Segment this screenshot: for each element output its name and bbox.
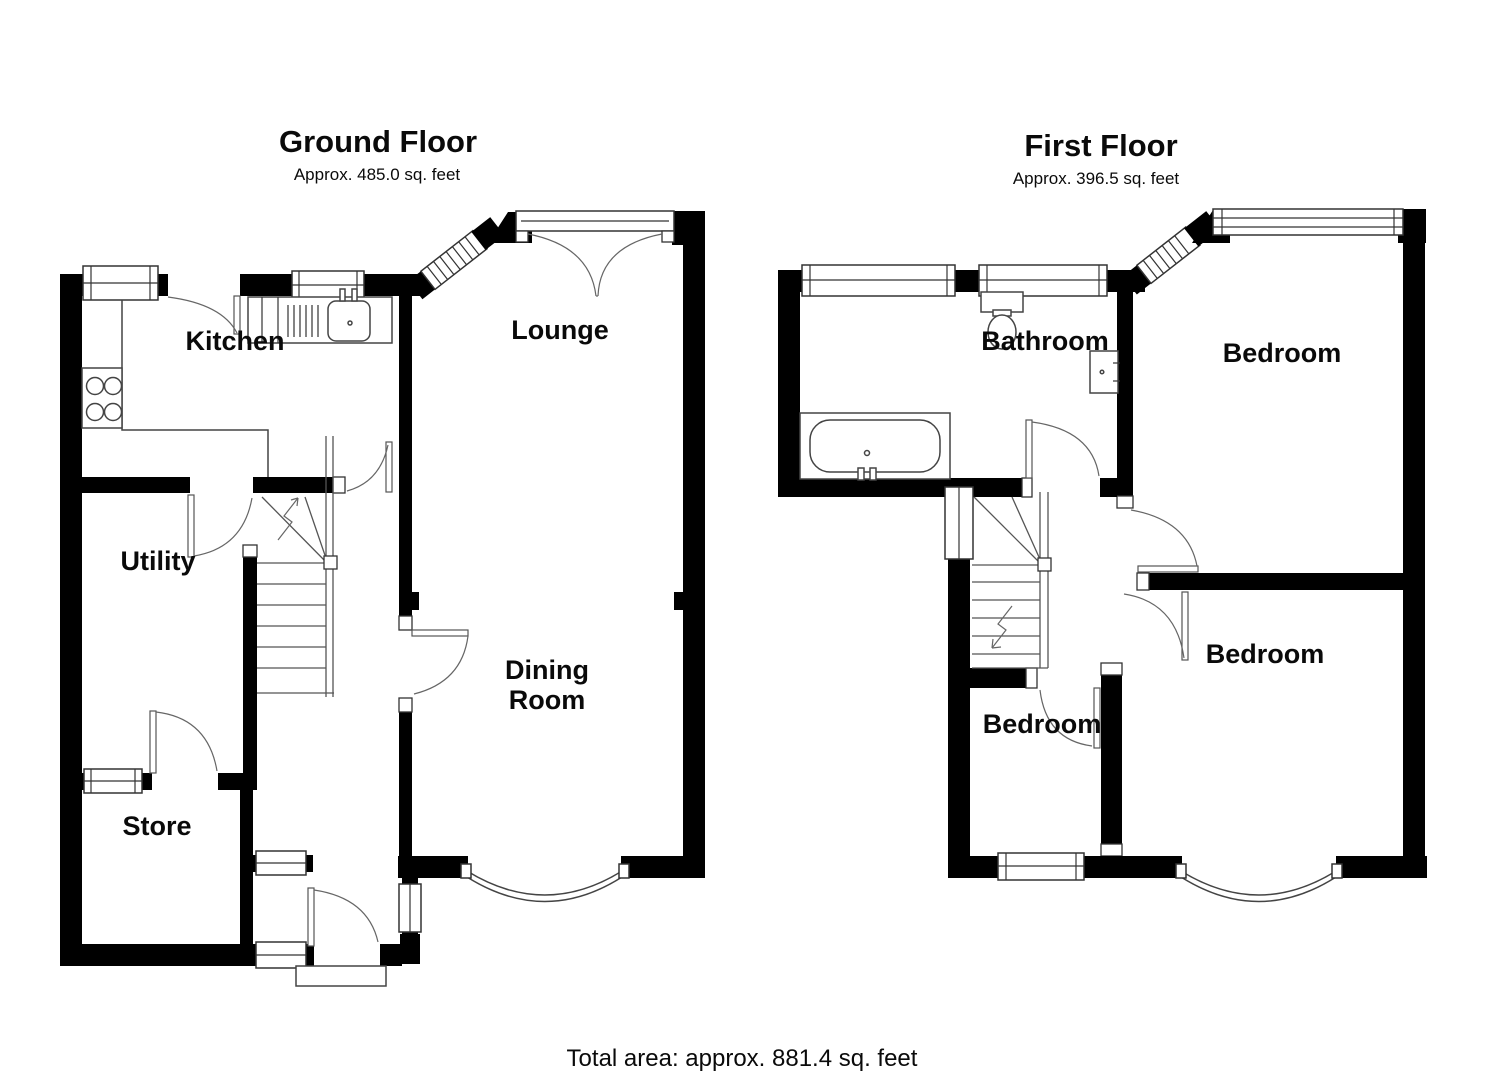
ground-floor-title: Ground Floor xyxy=(279,124,477,159)
utility-label: Utility xyxy=(120,546,195,576)
bathroom-door xyxy=(1025,419,1100,479)
kitchen-label: Kitchen xyxy=(185,326,284,356)
bedroom-right-label: Bedroom xyxy=(1206,639,1325,669)
total-area-label: Total area: approx. 881.4 sq. feet xyxy=(567,1045,918,1072)
utility-door xyxy=(187,494,253,558)
staircase-ground xyxy=(257,436,338,697)
dining-door xyxy=(411,629,469,695)
ground-floor-walls xyxy=(60,211,705,966)
lounge-label: Lounge xyxy=(511,315,608,345)
kitchen-fixtures xyxy=(81,288,393,477)
kitchen-hall-door xyxy=(346,441,393,493)
toilet-icon xyxy=(980,291,1024,350)
hall-front-window xyxy=(255,941,307,969)
basin-icon xyxy=(1089,350,1120,394)
hall-side-window xyxy=(398,883,422,933)
dining-bay-window xyxy=(460,863,630,903)
store-label: Store xyxy=(122,811,191,841)
bathroom-window-1 xyxy=(801,264,956,297)
diagonal-window xyxy=(419,229,489,291)
bathroom-label: Bathroom xyxy=(981,326,1109,356)
first-floor-windows xyxy=(801,208,1404,903)
bedroom-left-door xyxy=(1039,687,1101,749)
bedroom-right-door xyxy=(1123,591,1189,661)
bathroom-window-2 xyxy=(978,264,1108,297)
store-window xyxy=(83,768,143,794)
room-divider-nib xyxy=(410,592,419,610)
kitchen-back-door xyxy=(167,295,241,335)
room-divider-nib xyxy=(674,592,683,610)
bedroom-top-label: Bedroom xyxy=(1223,338,1342,368)
staircase-first xyxy=(972,492,1052,669)
kitchen-sink-icon xyxy=(247,288,393,344)
bathroom-fixtures xyxy=(799,291,1120,481)
bedroom-top-door xyxy=(1130,509,1199,573)
ground-floor-windows xyxy=(82,265,630,969)
bathtub-icon xyxy=(799,412,951,481)
bedroom-bay-window xyxy=(1175,863,1343,903)
stair-window xyxy=(944,486,974,560)
bedroom-left-label: Bedroom xyxy=(983,709,1102,739)
porch-window xyxy=(255,850,307,876)
first-floor-title: First Floor xyxy=(1024,128,1177,163)
first-floor-area: Approx. 396.5 sq. feet xyxy=(1013,169,1180,188)
stair-direction-arrow xyxy=(991,605,1013,649)
kitchen-window xyxy=(82,265,159,301)
dining-room-label-line1: Dining xyxy=(505,655,589,685)
kitchen-counter xyxy=(121,300,269,477)
first-floor-doors xyxy=(1025,419,1199,749)
store-door xyxy=(149,710,218,774)
ground-floor-plan: Ground Floor Approx. 485.0 sq. feet xyxy=(60,124,705,987)
stair-newel xyxy=(1037,557,1052,572)
ground-floor-doors xyxy=(149,295,469,947)
stair-newel xyxy=(323,555,338,570)
bedroom-top-window xyxy=(1212,208,1404,236)
ground-floor-area: Approx. 485.0 sq. feet xyxy=(294,165,461,184)
lounge-french-doors xyxy=(515,210,675,297)
front-door xyxy=(307,887,379,947)
porch-step xyxy=(295,965,387,987)
first-floor-walls xyxy=(778,209,1427,878)
first-floor-plan: First Floor Approx. 396.5 sq. feet xyxy=(778,128,1427,903)
stove-icon xyxy=(81,367,123,429)
bedroom-left-window xyxy=(997,852,1085,881)
dining-room-label-line2: Room xyxy=(509,685,586,715)
stair-direction-arrow xyxy=(277,497,299,541)
